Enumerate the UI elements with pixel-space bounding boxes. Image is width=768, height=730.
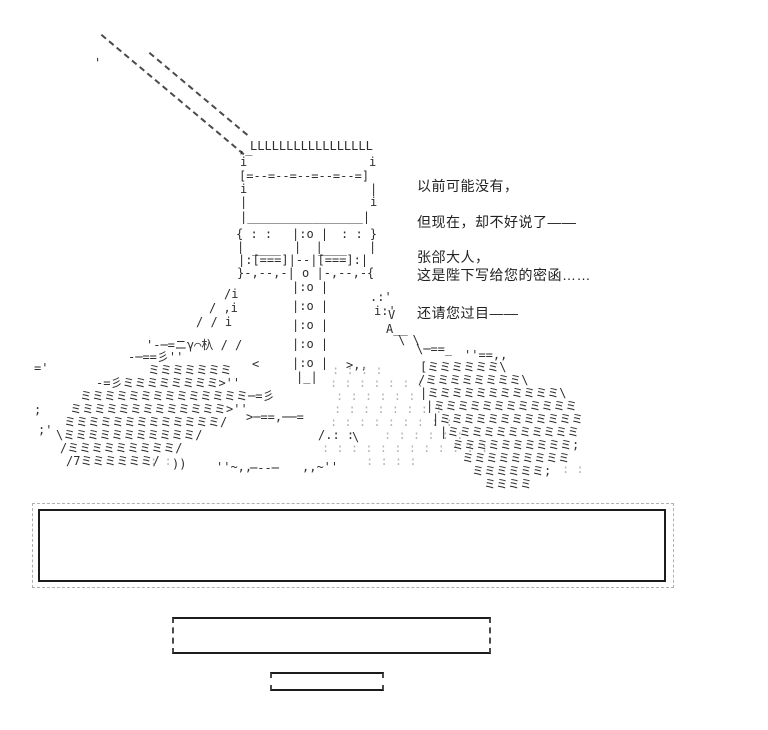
aa-segment: \ \ xyxy=(398,333,420,347)
aa-segment: |ミミミミミミミミミミミミ xyxy=(426,399,578,413)
aa-segment: : : xyxy=(562,462,584,476)
aa-segment: /ミミミミミミミミ\ xyxy=(418,373,529,387)
aa-segment: ミミミミ xyxy=(484,477,533,491)
aa-segment: | xyxy=(237,240,245,254)
aa-segment: : : : : : : : : : xyxy=(330,415,453,429)
aa-segment: }-,--,-| o |-,--,-{ xyxy=(237,266,375,280)
aa-segment: ミミミミミミミミミ xyxy=(462,451,571,465)
aa-segment: -=彡ミミミミミミミミ>'' xyxy=(96,376,241,390)
aa-segment: /7ミミミミミミ/ xyxy=(66,454,160,468)
aa-segment: |_| xyxy=(296,370,318,384)
aa-segment: |:o | xyxy=(292,337,329,351)
aa-segment: |ミミミミミミミミミミミ\ xyxy=(420,386,567,400)
aa-segment: : : : : : : : : xyxy=(334,402,443,416)
aa-segment: \ xyxy=(352,430,360,444)
aa-segment: ____ xyxy=(318,242,347,256)
aa-segment: : : : : : : xyxy=(384,428,464,442)
aa-segment: |:o | xyxy=(292,318,329,332)
aa-segment: \ミミミミミミミミミミミ/ xyxy=(56,428,203,442)
aa-segment: |ミミミミミミミミミミミ xyxy=(440,425,580,439)
aa-segment: ; xyxy=(34,403,42,417)
aa-segment: : : : : : : xyxy=(336,389,416,403)
aa-segment: |:[===]|--|[===]:| xyxy=(238,253,369,267)
aa-segment: .:' xyxy=(370,290,392,304)
aa-segment: ミミミミミミ; xyxy=(472,464,552,478)
aa-segment: '-─=ニγ⌒杁 / / xyxy=(146,338,243,352)
aa-segment: : : : : : : : : : : : : xyxy=(322,441,489,455)
dialogue-line: 但现在，却不好说了—— xyxy=(417,214,577,230)
aa-segment: |:o | xyxy=(292,299,329,313)
aa-segment: i xyxy=(240,155,248,169)
aa-segment: LLLLLLLLLLLLLLLLL xyxy=(250,139,373,153)
aa-segment: ,,~'' xyxy=(302,460,339,474)
dialogue-frame[interactable] xyxy=(38,509,666,582)
aa-segment: \─==_ xyxy=(416,342,453,356)
aa-segment: [=--=--=--=--=--=] xyxy=(239,169,370,183)
aa-segment: -─==彡'' xyxy=(128,350,184,364)
aa-segment: V xyxy=(388,308,396,322)
menu-frame[interactable] xyxy=(172,617,491,654)
aa-segment: ミミミミミミミ xyxy=(148,363,233,377)
aa-segment: >─==,──= xyxy=(246,410,304,424)
aa-segment: : : } xyxy=(341,227,378,241)
dialogue-frame-outer xyxy=(32,503,674,588)
aa-segment: ;' xyxy=(38,423,53,437)
aa-segment: ミミミミミミミミミミミミミミ─=彡 xyxy=(80,389,275,403)
aa-segment: |:o | xyxy=(292,280,329,294)
aa-segment: ミミミミミミミミミミ; xyxy=(452,438,580,452)
aa-segment: | xyxy=(240,195,248,209)
spear-line-upper xyxy=(100,34,245,156)
dialogue-line: 这是陛下写给您的密函…… xyxy=(417,267,591,283)
aa-segment: ,_ xyxy=(238,142,253,156)
aa-segment: ''==,, xyxy=(464,348,508,362)
aa-segment: |:o | xyxy=(292,356,329,370)
aa-segment: |ミミミミミミミミミミミミ xyxy=(432,412,584,426)
aa-segment: : : : : xyxy=(366,454,417,468)
aa-segment: / ,i xyxy=(209,301,238,315)
aa-segment: ' xyxy=(94,56,102,70)
aa-segment: | xyxy=(369,240,377,254)
aa-segment: | | xyxy=(294,240,323,254)
aa-segment: ____ xyxy=(252,242,281,256)
aa-segment: [ミミミミミミ\ xyxy=(420,360,507,374)
aa-segment: / / i xyxy=(196,315,233,329)
aa-segment: |:o | xyxy=(292,227,329,241)
aa-segment: : : : : : : : xyxy=(330,376,424,390)
aa-segment: /i xyxy=(224,287,239,301)
aa-segment: i xyxy=(370,195,378,209)
aa-segment: ''~,, xyxy=(216,460,253,474)
spear-line-lower xyxy=(148,52,249,136)
menu-frame-small[interactable] xyxy=(270,672,384,691)
aa-segment: /ミミミミミミミミミ/ xyxy=(60,441,183,455)
dialogue-line: 张郃大人， xyxy=(417,249,490,265)
aa-segment: i:' xyxy=(374,304,396,318)
aa-segment: )) xyxy=(172,457,187,471)
aa-segment: ─--─ xyxy=(250,461,279,475)
aa-segment: /.: : xyxy=(318,428,355,442)
dialogue-line: 以前可能没有， xyxy=(417,178,519,194)
aa-segment: >,, xyxy=(346,358,368,372)
aa-segment: =' xyxy=(34,361,49,375)
aa-segment: | xyxy=(370,182,378,196)
aa-segment: A__ xyxy=(386,322,408,336)
dialogue-line: 还请您过目—— xyxy=(417,305,519,321)
aa-segment: : : xyxy=(150,454,172,468)
aa-segment: ミミミミミミミミミミミミミ/ xyxy=(64,415,228,429)
aa-segment: : : : : xyxy=(332,363,383,377)
aa-segment: < xyxy=(252,357,260,371)
aa-segment: ミミミミミミミミミミミミミ>'' xyxy=(70,402,248,416)
aa-segment: |________________| xyxy=(240,210,371,224)
aa-segment: i xyxy=(369,155,377,169)
aa-segment: i xyxy=(240,182,248,196)
aa-segment: { : : xyxy=(236,227,273,241)
